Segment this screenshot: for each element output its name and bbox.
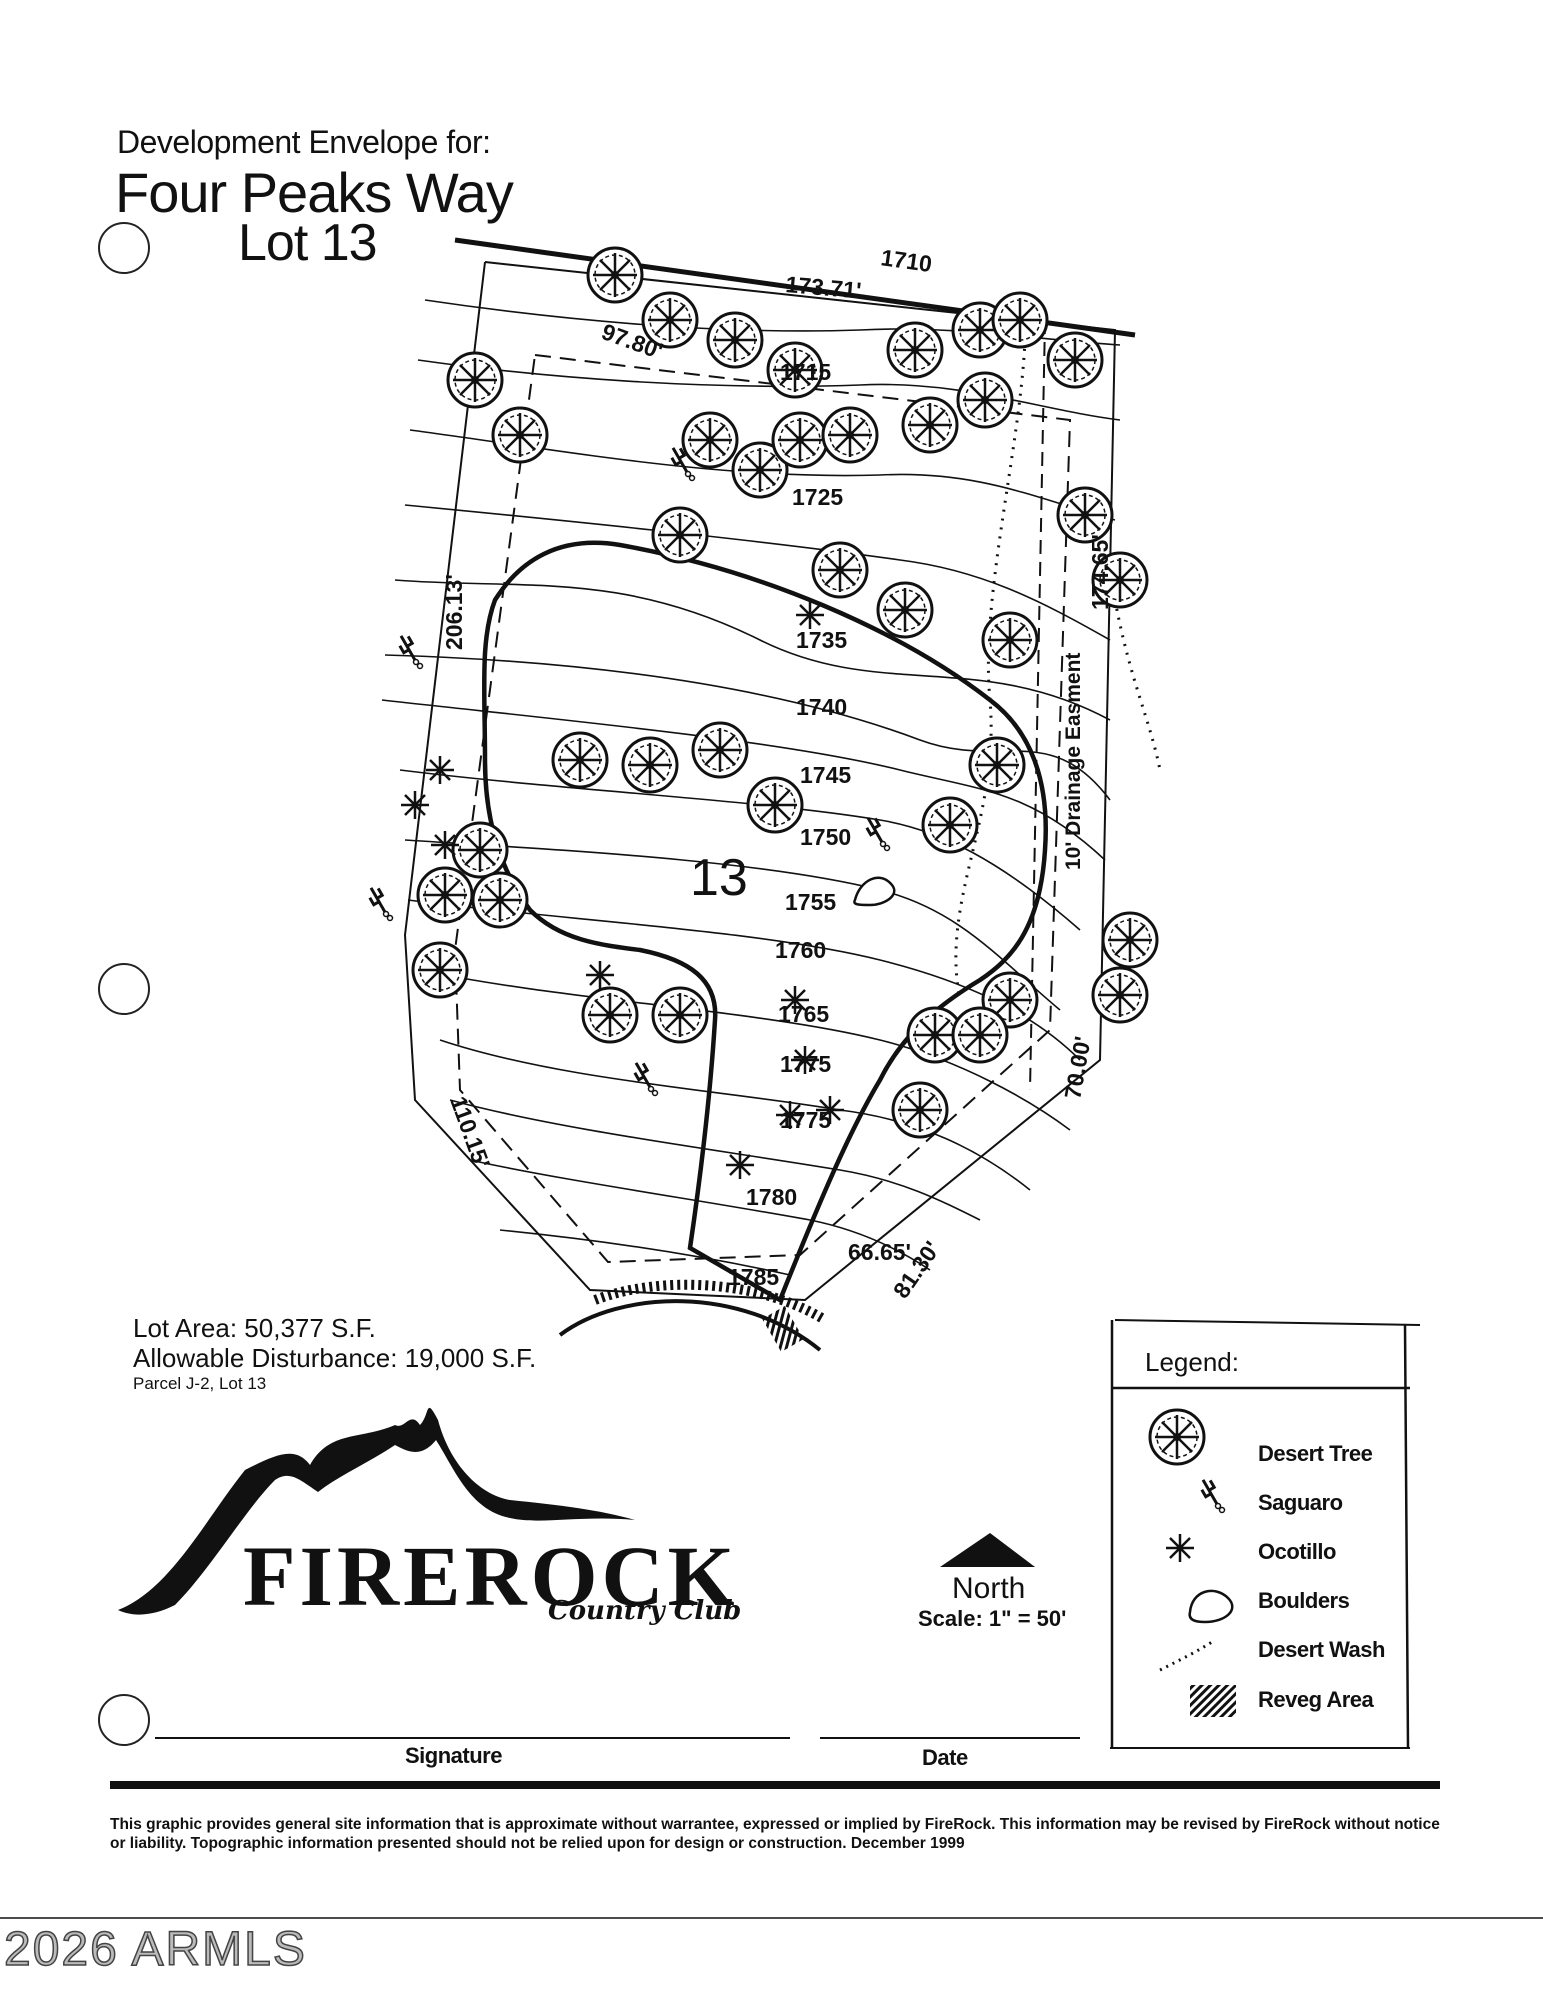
binder-hole-middle bbox=[98, 963, 150, 1015]
contour-1745: 1745 bbox=[800, 762, 851, 788]
parcel-label: Parcel J-2, Lot 13 bbox=[133, 1374, 267, 1393]
copyright-watermark: 2026 ARMLS bbox=[3, 1922, 307, 1977]
binder-hole-top bbox=[98, 222, 150, 274]
dim-southwest: 110.15' bbox=[445, 1093, 495, 1172]
contour-1775-b: 1775 bbox=[780, 1107, 831, 1133]
dim-east: 174.65' bbox=[1087, 534, 1113, 610]
scale-label: Scale: 1" = 50' bbox=[918, 1606, 1067, 1631]
legend-desert-wash: Desert Wash bbox=[1258, 1637, 1385, 1662]
contour-1755: 1755 bbox=[785, 889, 836, 915]
north-label: North bbox=[952, 1572, 1026, 1605]
contour-1750: 1750 bbox=[800, 824, 851, 850]
firerock-mountain-logo bbox=[118, 1407, 635, 1615]
country-club-logo-text: Country Club bbox=[548, 1596, 742, 1626]
contour-1735: 1735 bbox=[796, 627, 847, 653]
desert-wash-icon bbox=[1159, 1638, 1216, 1672]
contour-1765: 1765 bbox=[778, 1001, 829, 1027]
ocotillo-icon bbox=[1164, 1532, 1196, 1564]
contour-1710: 1710 bbox=[879, 244, 933, 277]
header-street: Four Peaks Way bbox=[115, 161, 514, 224]
easement-label: 10' Drainage Easment bbox=[1062, 653, 1085, 870]
legend-title: Legend: bbox=[1145, 1347, 1239, 1377]
boulders-icon bbox=[1188, 1589, 1234, 1624]
lot-area: Lot Area: 50,377 S.F. bbox=[133, 1313, 376, 1343]
legend-reveg-area: Reveg Area bbox=[1258, 1687, 1374, 1712]
dim-east-lower: 70.00' bbox=[1059, 1034, 1096, 1101]
contour-1740: 1740 bbox=[796, 694, 847, 720]
contour-1760: 1760 bbox=[775, 937, 826, 963]
signature-label: Signature bbox=[405, 1743, 502, 1768]
header-lot: Lot 13 bbox=[238, 214, 378, 272]
allowable-disturbance: Allowable Disturbance: 19,000 S.F. bbox=[133, 1343, 537, 1373]
date-label: Date bbox=[922, 1745, 968, 1770]
contour-1785: 1785 bbox=[728, 1264, 779, 1290]
lot-number: 13 bbox=[690, 849, 748, 907]
north-arrow-icon bbox=[940, 1533, 1035, 1567]
saguaro-icon bbox=[1196, 1475, 1226, 1514]
legend-saguaro: Saguaro bbox=[1258, 1490, 1343, 1515]
contour-1780: 1780 bbox=[746, 1184, 797, 1210]
header-subtitle: Development Envelope for: bbox=[117, 124, 491, 160]
dim-west: 206.13' bbox=[441, 574, 467, 650]
contour-1775-a: 1775 bbox=[780, 1051, 831, 1077]
legend-ocotillo: Ocotillo bbox=[1258, 1539, 1336, 1564]
reveg-area-icon bbox=[1190, 1685, 1236, 1717]
firerock-logo-text: FIREROCK bbox=[243, 1528, 739, 1624]
legend-desert-tree: Desert Tree bbox=[1258, 1441, 1373, 1466]
disclaimer-text: This graphic provides general site infor… bbox=[110, 1816, 1440, 1852]
binder-hole-bottom bbox=[98, 1694, 150, 1746]
desert-tree-icon bbox=[1148, 1408, 1206, 1466]
dim-frontage: 66.65' bbox=[848, 1239, 911, 1265]
contour-1725: 1725 bbox=[792, 484, 843, 510]
legend-boulders: Boulders bbox=[1258, 1588, 1350, 1613]
dim-north-boundary: 173.71' bbox=[785, 271, 863, 304]
contour-1715: 1715 bbox=[780, 359, 831, 385]
